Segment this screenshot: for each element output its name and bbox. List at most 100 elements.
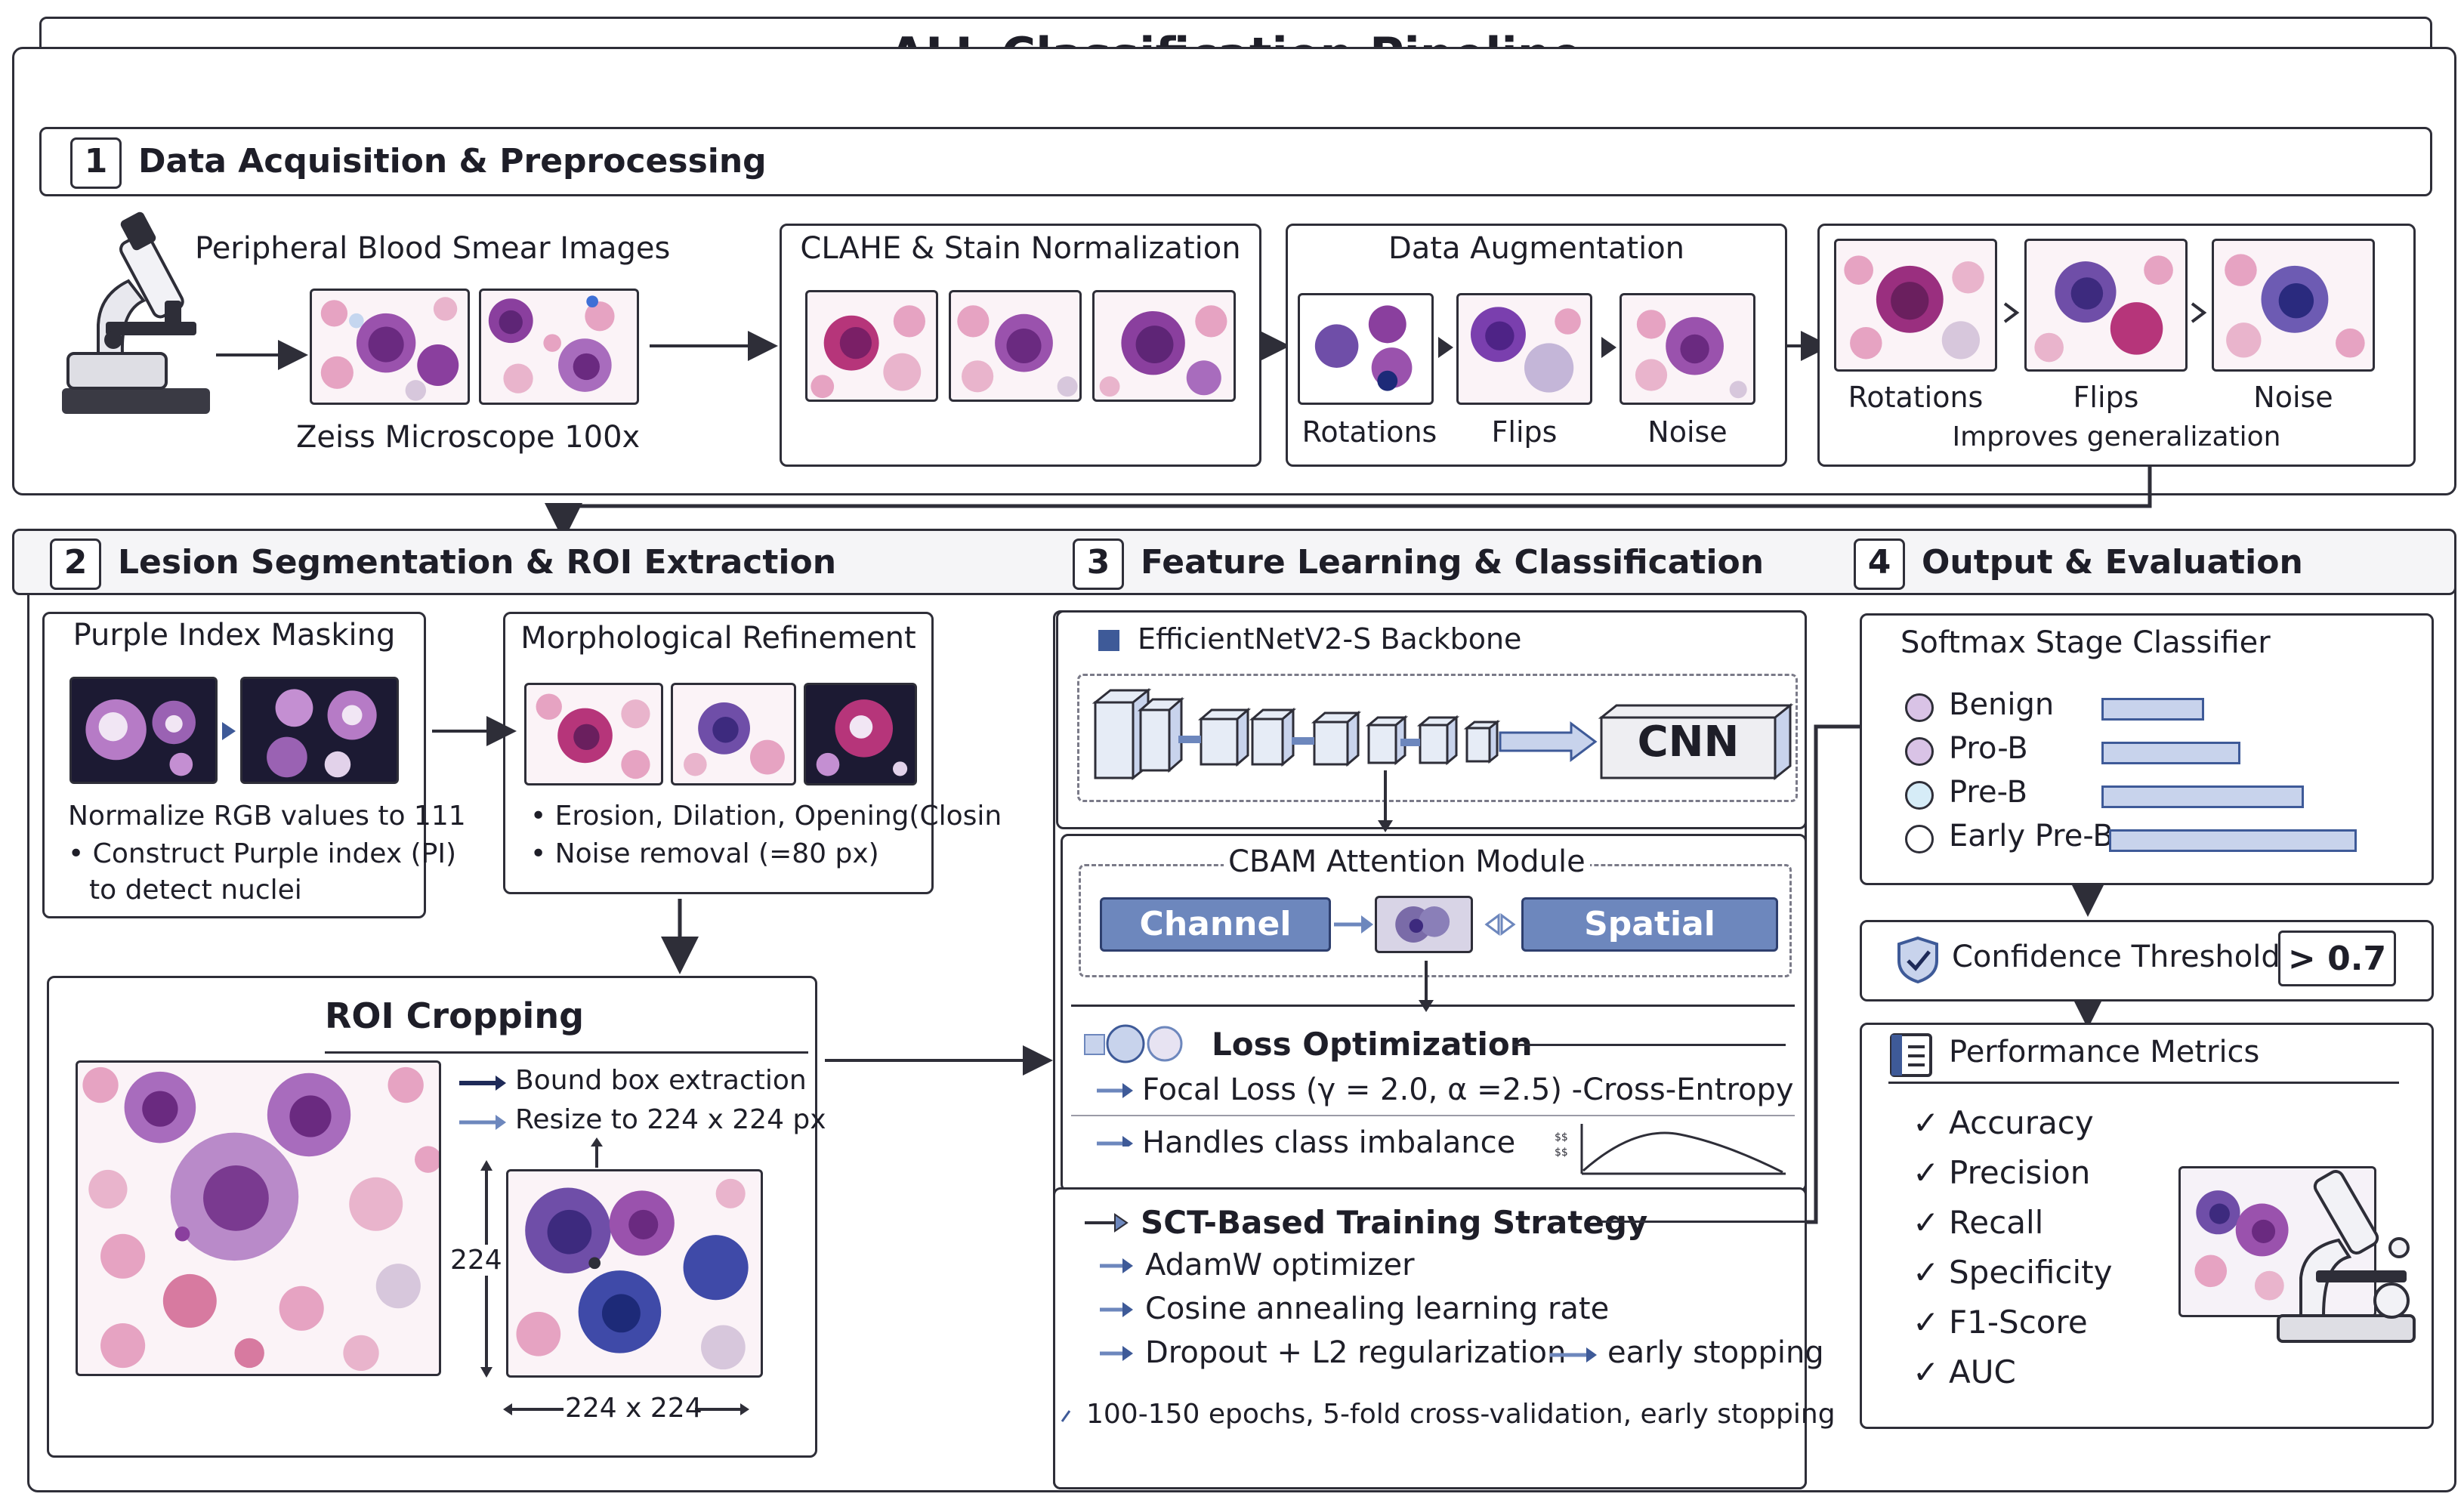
svg-text:$$: $$	[1555, 1131, 1568, 1143]
stage1-title: Data Acquisition & Preprocessing	[138, 142, 767, 181]
check-icon: ✓	[1913, 1353, 1940, 1390]
metrics-title: Performance Metrics	[1949, 1035, 2260, 1069]
cnn-label: CNN	[1637, 718, 1740, 767]
gen-image-flips	[2024, 239, 2188, 372]
gen-label-rotations: Rotations	[1848, 381, 1984, 414]
sct-panel	[1053, 1187, 1807, 1489]
gen-label-noise: Noise	[2253, 381, 2333, 414]
microscope-small-icon	[2277, 1170, 2416, 1343]
class-score-bar	[2109, 829, 2357, 852]
stage1-number: 1	[70, 137, 122, 189]
softmax-title: Softmax Stage Classifier	[1900, 625, 2271, 660]
microscope-label: Zeiss Microscope 100x	[296, 420, 641, 455]
metrics-title-rule	[1888, 1082, 2399, 1084]
confidence-label: Confidence Threshold	[1952, 940, 2280, 974]
class-label: Pro-B	[1949, 731, 2028, 766]
svg-text:$$: $$	[1555, 1147, 1568, 1159]
purple-mask-arrow	[222, 722, 236, 740]
purple-line-3: to detect nuclei	[89, 875, 302, 906]
class-dot	[1905, 825, 1934, 853]
roi-source-image	[76, 1060, 441, 1376]
cbam-arrows	[1334, 913, 1516, 936]
document-icon	[1890, 1033, 1932, 1077]
morph-line-2: • Noise removal (=80 px)	[530, 838, 879, 869]
loss-curve-icon: $$ $$	[1555, 1124, 1786, 1175]
metric-label: Accuracy	[1949, 1104, 2094, 1141]
clahe-image-1	[805, 290, 938, 402]
aug-chevrons	[1438, 337, 1616, 358]
augmentation-title: Data Augmentation	[1388, 231, 1685, 266]
sct-line-2: Cosine annealing learning rate	[1145, 1292, 1610, 1326]
morph-title: Morphological Refinement	[520, 621, 916, 656]
backbone-title: EfficientNetV2-S Backbone	[1138, 622, 1522, 656]
aug-label-noise: Noise	[1647, 415, 1728, 449]
metric-label: Recall	[1949, 1204, 2044, 1241]
stage2-number: 2	[50, 539, 101, 590]
roi-title-rule	[325, 1051, 808, 1054]
clahe-image-3	[1092, 290, 1236, 402]
check-icon: ✓	[1913, 1304, 1940, 1341]
stage3-title: Feature Learning & Classification	[1141, 543, 1765, 582]
aug-image-rotations	[1298, 293, 1434, 405]
sct-extra: early stopping	[1607, 1335, 1824, 1370]
class-score-bar	[2101, 698, 2204, 721]
metrics-illustration	[2178, 1166, 2376, 1317]
purple-mask-image-1	[69, 677, 218, 784]
backbone-down-arrow	[1378, 770, 1393, 832]
spatial-block: Spatial	[1521, 897, 1778, 952]
smear-image-2	[479, 289, 639, 405]
sct-footer-check	[1061, 1410, 1071, 1422]
metric-label: Specificity	[1949, 1254, 2113, 1291]
check-shield-icon	[1897, 936, 1938, 984]
class-label: Benign	[1949, 687, 2055, 722]
smear-image-1	[310, 289, 470, 405]
sct-line-1: AdamW optimizer	[1145, 1248, 1415, 1282]
channel-block: Channel	[1100, 897, 1331, 952]
roi-step-2: Resize to 224 x 224 px	[515, 1104, 826, 1135]
loss-icon	[1084, 1024, 1183, 1063]
metric-item: ✓Accuracy	[1913, 1104, 2094, 1141]
metric-item: ✓Specificity	[1913, 1254, 2112, 1291]
confidence-value: > 0.7	[2278, 931, 2396, 986]
roi-cropped-image	[506, 1169, 763, 1378]
metrics-list: ✓Accuracy✓Precision✓Recall✓Specificity✓F…	[1913, 1104, 2215, 1414]
smear-label: Peripheral Blood Smear Images	[195, 231, 671, 266]
purple-mask-image-2	[240, 677, 399, 784]
cbam-title: CBAM Attention Module	[1224, 844, 1590, 879]
morph-image-1	[524, 683, 663, 785]
metric-item: ✓AUC	[1913, 1353, 2016, 1390]
loss-title: Loss Optimization	[1212, 1026, 1533, 1063]
class-label: Pre-B	[1949, 775, 2028, 810]
gen-image-rotations	[1834, 239, 1997, 372]
stages-header-bar	[12, 529, 2456, 595]
metric-item: ✓Precision	[1913, 1154, 2090, 1191]
stage1-header: 1 Data Acquisition & Preprocessing	[39, 127, 2432, 196]
class-dot	[1905, 781, 1934, 810]
sct-footer: 100-150 epochs, 5-fold cross-validation,…	[1086, 1399, 1836, 1430]
check-icon: ✓	[1913, 1104, 1940, 1141]
morph-image-3	[804, 683, 917, 785]
check-icon: ✓	[1913, 1204, 1940, 1241]
aug-label-flips: Flips	[1491, 415, 1558, 449]
roi-height-label: 224	[450, 1245, 502, 1276]
sct-extra-arrow	[1550, 1347, 1597, 1363]
roi-step-arrows	[459, 1076, 506, 1130]
roi-step-1: Bound box extraction	[515, 1065, 807, 1096]
loss-bullet-arrows	[1097, 1083, 1133, 1147]
metric-label: AUC	[1949, 1353, 2016, 1390]
cbam-panel	[1061, 834, 1807, 1192]
class-score-bar	[2101, 785, 2304, 808]
metric-item: ✓Recall	[1913, 1204, 2043, 1241]
metric-label: Precision	[1949, 1154, 2091, 1191]
class-dot	[1905, 737, 1934, 766]
sct-arrow-icon	[1085, 1213, 1129, 1233]
loss-line-rule	[1071, 1115, 1795, 1116]
roi-title: ROI Cropping	[325, 995, 585, 1036]
purple-index-title: Purple Index Masking	[73, 618, 396, 653]
loss-title-rule	[1514, 1044, 1786, 1046]
clahe-image-2	[949, 290, 1082, 402]
backbone-blocks	[1092, 687, 1794, 781]
check-icon: ✓	[1913, 1154, 1940, 1191]
morph-image-2	[671, 683, 796, 785]
